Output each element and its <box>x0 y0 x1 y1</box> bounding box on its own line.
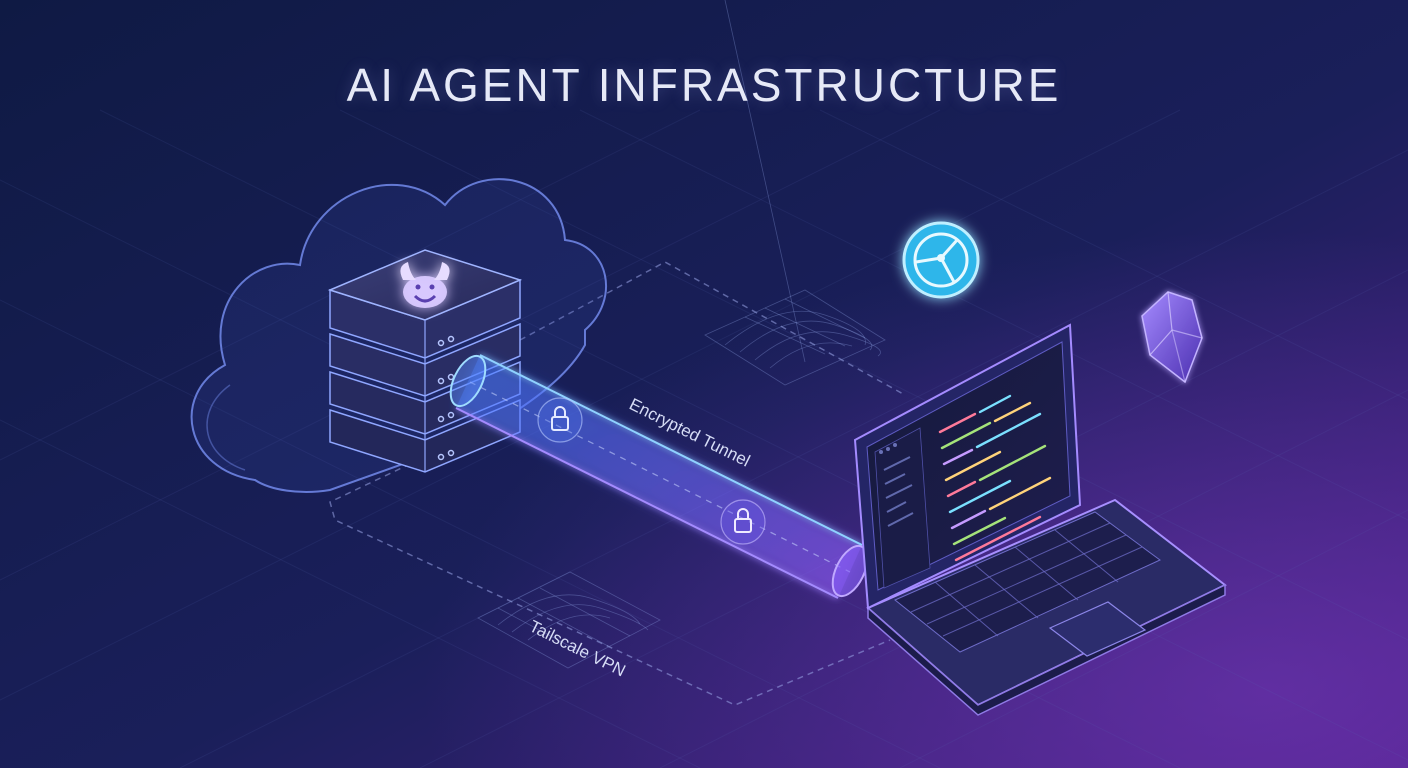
lock-icon <box>720 499 766 545</box>
wireframe-mesh-lower <box>477 571 661 669</box>
crab-logo-icon <box>400 262 450 308</box>
lock-icon <box>537 397 583 443</box>
sync-network-icon <box>902 221 980 299</box>
code-lines <box>938 394 1052 562</box>
page-title: AI AGENT INFRASTRUCTURE <box>346 59 1062 111</box>
encrypted-tunnel <box>449 354 869 599</box>
wireframe-mesh-upper <box>704 0 886 386</box>
obsidian-crystal-icon <box>1141 291 1203 384</box>
vpn-dashed-path <box>329 261 906 706</box>
laptop <box>853 323 1227 716</box>
